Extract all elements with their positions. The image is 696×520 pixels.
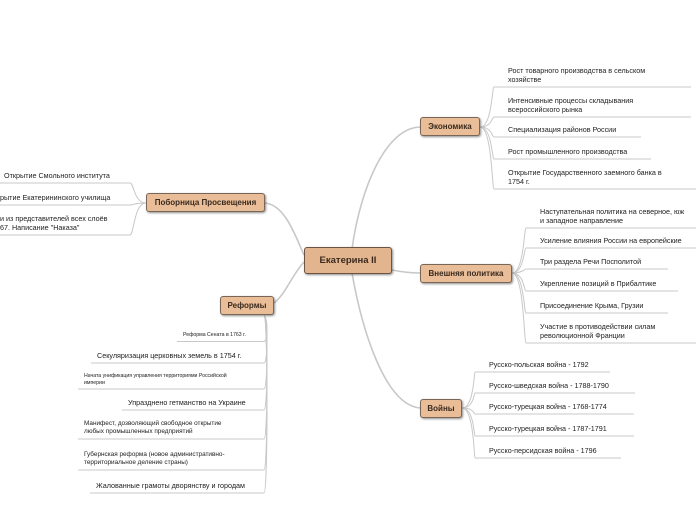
reforms-leaf-line: Губернская реформа (новое административн…	[84, 451, 225, 458]
reforms-leaf-line: Начата унификация управления территориям…	[84, 373, 227, 379]
foreign-leaf-line: революционной Франции	[540, 331, 625, 340]
wars-leaf[interactable]: Русско-турецкая война - 1787-1791	[489, 424, 607, 433]
reforms-leaf[interactable]: Упразднено гетманство на Украине	[128, 398, 246, 407]
wars-leaf[interactable]: Русско-шведская война - 1788-1790	[489, 381, 609, 390]
economy-leaf-line: Специализация районов России	[508, 125, 617, 134]
foreign-leaf-line: Наступательная политика на северное, юж	[540, 207, 685, 216]
economy-leaf-line: всероссийского рынка	[508, 105, 583, 114]
wars-leaf-line: Русско-польская война - 1792	[489, 360, 589, 369]
reforms-leaf[interactable]: Жалованные грамоты дворянству и городам	[96, 481, 245, 490]
enlightenment-leaf-line: 67. Написание "Наказа"	[0, 223, 80, 232]
wars-leaf-connector	[461, 392, 476, 409]
reforms-leaf[interactable]: Реформа Сената в 1763 г.	[183, 332, 246, 339]
foreign-leaf-connector	[511, 227, 527, 274]
foreign-leaf-connector	[511, 272, 527, 314]
enlightenment-leaf[interactable]: рытие Екатерининского училища	[0, 193, 110, 202]
topic-enlightenment[interactable]: Поборница Просвещения	[146, 193, 265, 212]
enlightenment-leaf-connector	[129, 202, 147, 236]
enlightenment-leaf[interactable]: Открытие Смольного института	[4, 171, 110, 180]
foreign-leaf[interactable]: Усиление влияния России на европейские	[540, 236, 682, 245]
foreign-leaf-line: Присоединение Крыма, Грузии	[540, 301, 644, 310]
wars-leaf[interactable]: Русско-персидская война - 1796	[489, 446, 597, 455]
economy-leaf-line: Интенсивные процессы складывания	[508, 96, 634, 105]
main-connector-reforms	[273, 261, 305, 304]
foreign-leaf-line: Участие в противодействии силам	[540, 322, 656, 331]
topic-wars[interactable]: Войны	[420, 399, 462, 418]
reforms-leaf-line: Реформа Сената в 1763 г.	[183, 332, 246, 338]
economy-leaf-connector	[479, 86, 495, 128]
reforms-leaf[interactable]: Губернская реформа (новое административн…	[84, 451, 225, 467]
economy-leaf[interactable]: Открытие Государственного заемного банка…	[508, 168, 662, 186]
foreign-leaf[interactable]: Три раздела Речи Посполитой	[540, 257, 641, 266]
central-node[interactable]: Екатерина II	[304, 247, 392, 274]
reforms-leaf-line: Манифест, дозволяющий свободное открытие	[84, 420, 222, 427]
main-connector-wars	[351, 272, 421, 409]
foreign-leaf[interactable]: Укрепление позиций в Прибалтике	[540, 279, 656, 288]
economy-leaf-line: Рост промышленного производства	[508, 147, 628, 156]
wars-leaf-line: Русско-персидская война - 1796	[489, 446, 597, 455]
economy-leaf-line: хозяйстве	[508, 75, 542, 84]
reforms-leaf[interactable]: Начата унификация управления территориям…	[84, 373, 227, 386]
reforms-leaf-line: любых промышленных предприятий	[84, 428, 193, 435]
main-connector-enlightenment	[264, 202, 305, 256]
enlightenment-leaf-line: и из представителей всех слоёв	[0, 214, 108, 223]
wars-leaf-connector	[461, 371, 476, 409]
wars-leaf-line: Русско-турецкая война - 1787-1791	[489, 424, 607, 433]
reforms-leaf-line: Упразднено гетманство на Украине	[128, 398, 246, 407]
wars-leaf-line: Русско-шведская война - 1788-1790	[489, 381, 609, 390]
economy-leaf-line: 1754 г.	[508, 177, 530, 186]
wars-leaf-connector	[461, 407, 476, 459]
topic-reforms[interactable]: Реформы	[220, 296, 274, 315]
enlightenment-leaf-line: рытие Екатерининского училища	[0, 193, 111, 202]
foreign-leaf-line: Усиление влияния России на европейские	[540, 236, 682, 245]
main-connector-foreign	[391, 269, 421, 274]
topic-foreign-policy[interactable]: Внешняя политика	[420, 264, 512, 283]
reforms-leaf-line: Жалованные грамоты дворянству и городам	[96, 481, 245, 490]
economy-leaf-connector	[479, 126, 495, 190]
wars-leaf[interactable]: Русско-турецкая война - 1768-1774	[489, 402, 607, 411]
foreign-leaf-connector	[511, 272, 527, 292]
economy-leaf[interactable]: Рост промышленного производства	[508, 147, 627, 156]
economy-leaf-line: Рост товарного производства в сельском	[508, 66, 646, 75]
main-connector-economy	[351, 126, 421, 250]
reforms-leaf-connector	[263, 315, 268, 494]
enlightenment-leaf-connector	[129, 182, 147, 204]
wars-leaf[interactable]: Русско-польская война - 1792	[489, 360, 589, 369]
foreign-leaf-line: Три раздела Речи Посполитой	[540, 257, 642, 266]
economy-leaf-line: Открытие Государственного заемного банка…	[508, 168, 662, 177]
reforms-leaf-line: территориальное деление страны)	[84, 459, 188, 466]
enlightenment-leaf-line: Открытие Смольного института	[4, 171, 110, 180]
reforms-leaf[interactable]: Манифест, дозволяющий свободное открытие…	[84, 420, 221, 436]
foreign-leaf-connector	[511, 272, 527, 344]
foreign-leaf[interactable]: Присоединение Крыма, Грузии	[540, 301, 643, 310]
reforms-leaf[interactable]: Секуляризация церковных земель в 1754 г.	[97, 351, 241, 360]
reforms-leaf-line: империи	[84, 379, 105, 386]
foreign-leaf-line: и западное направление	[540, 216, 624, 225]
economy-leaf[interactable]: Специализация районов России	[508, 125, 616, 134]
foreign-leaf-line: Укрепление позиций в Прибалтике	[540, 279, 657, 288]
topic-economy[interactable]: Экономика	[420, 117, 480, 136]
reforms-leaf-line: Секуляризация церковных земель в 1754 г.	[97, 351, 242, 360]
foreign-leaf-connector	[511, 247, 527, 274]
economy-leaf-connector	[479, 126, 495, 160]
wars-leaf-line: Русско-турецкая война - 1768-1774	[489, 402, 607, 411]
economy-leaf-connector	[479, 116, 495, 128]
